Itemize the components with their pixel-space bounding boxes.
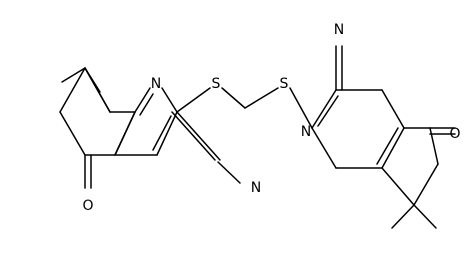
right-ketone-o-label: O bbox=[449, 126, 460, 142]
left-ring-n-label: N bbox=[151, 76, 161, 92]
right-ring-n-label: N bbox=[301, 124, 311, 140]
bond-lines bbox=[59, 45, 456, 229]
right-s-label: S bbox=[280, 76, 289, 92]
left-s-label: S bbox=[212, 76, 221, 92]
left-ketone-o-label: O bbox=[82, 198, 93, 214]
right-nitrile-n-label: N bbox=[334, 22, 344, 38]
left-nitrile-n-label: N bbox=[251, 180, 261, 196]
